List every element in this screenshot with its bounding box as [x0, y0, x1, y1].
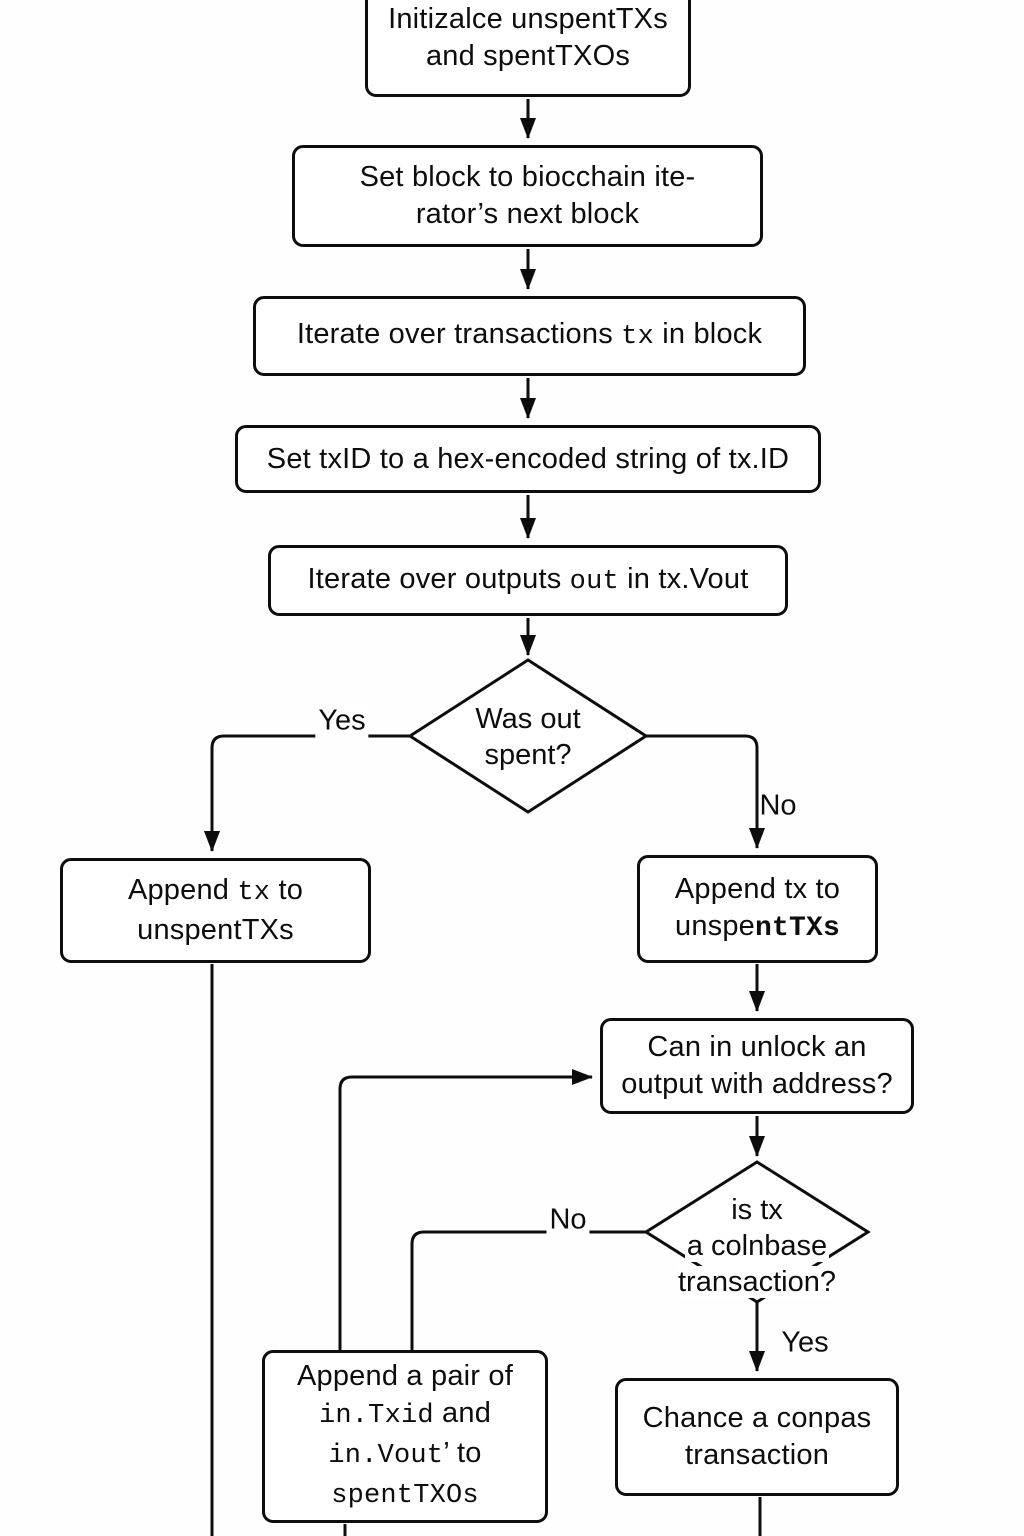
flowchart-node-set-block: Set block to biocchain ite-rator’s next …: [292, 145, 763, 247]
node-text-line: transaction?: [676, 1266, 838, 1298]
connector-no-appendright: [646, 734, 765, 849]
node-text-line: in.Vout’ to: [328, 1437, 482, 1471]
node-text-line: and spentTXOs: [425, 39, 631, 72]
connector-loopback-canunlock: [338, 1069, 593, 1352]
decision-label-is-coinbase: is tx a colnbase transaction?: [676, 1192, 838, 1300]
node-text-line: Was out: [473, 703, 583, 735]
node-text-line: Append tx to: [127, 874, 304, 908]
flowchart-node-append-tx-left: Append tx to unspentTXs: [60, 858, 371, 963]
node-text-line: Chance a conpas: [642, 1402, 872, 1434]
node-text-line: Can in unlock an: [647, 1031, 867, 1063]
node-text-line: Iterate over outputs out in tx.Vout: [307, 562, 749, 597]
node-text-line: Set txID to a hex-encoded string of tx.I…: [266, 442, 790, 475]
edge-label-no-was-out-spent: No: [759, 789, 797, 822]
node-text-line: is tx: [729, 1194, 785, 1226]
flowchart-node-append-pair: Append a pair of in.Txid and in.Vout’ to sp…: [262, 1350, 548, 1523]
connector-no-appendpair: [410, 1230, 646, 1352]
node-text-line: Set block to biocchain ite-: [359, 161, 696, 193]
node-text-line: unspentTXs: [674, 910, 841, 944]
flowchart-node-iterate-tx: Iterate over transactions tx in block: [253, 296, 806, 376]
edge-label-yes-is-coinbase: Yes: [781, 1326, 829, 1359]
connector-yes-appendleft: [204, 734, 410, 852]
node-text-line: a colnbase: [684, 1230, 830, 1262]
node-text-line: output with address?: [621, 1068, 893, 1100]
flowchart-node-set-txid: Set txID to a hex-encoded string of tx.I…: [235, 425, 821, 493]
node-text-line: Append a pair of: [296, 1360, 514, 1392]
flowchart-node-iterate-out: Iterate over outputs out in tx.Vout: [268, 545, 788, 616]
flowchart-node-can-unlock: Can in unlock an output with address?: [600, 1018, 914, 1114]
flowchart-node-chance-transaction: Chance a conpas transaction: [615, 1378, 899, 1496]
node-text-line: unspentTXs: [137, 914, 294, 946]
node-text-line: in.Txid and: [318, 1397, 492, 1431]
node-text-line: spentTXOs: [331, 1481, 479, 1511]
node-text-line: transaction: [684, 1439, 830, 1471]
node-text-line: Append tx to: [674, 873, 841, 905]
edge-label-yes-was-out-spent: Yes: [315, 704, 369, 738]
flowchart-node-init: Initizalce unspentTXs and spentTXOs: [365, 0, 691, 97]
node-text-line: Initizalce unspentTXs: [388, 2, 668, 35]
node-text-line: rator’s next block: [415, 198, 640, 230]
decision-label-was-out-spent: Was out spent?: [473, 701, 583, 773]
decision-diamond-was-out-spent: [407, 658, 649, 814]
flowchart-node-append-tx-right: Append tx to unspentTXs: [637, 855, 878, 963]
node-text-line: Iterate over transactions tx in block: [296, 318, 763, 352]
node-text-line: spent?: [482, 739, 574, 771]
edge-label-no-is-coinbase: No: [546, 1203, 590, 1237]
